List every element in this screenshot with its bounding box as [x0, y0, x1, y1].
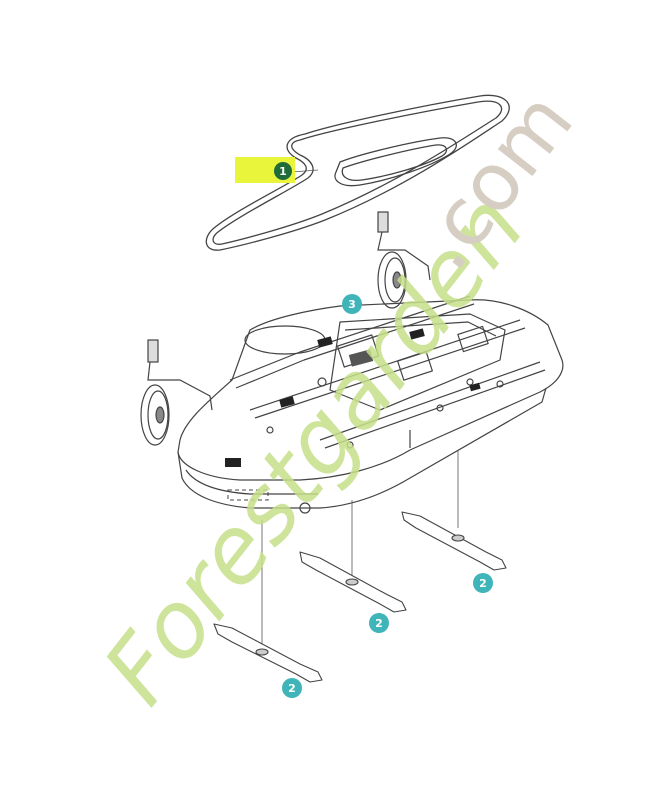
leader-lines [261, 169, 459, 650]
callout-blade-left[interactable]: 2 [282, 678, 302, 698]
deck-decals [225, 328, 481, 467]
callout-pulley-assembly[interactable]: 3 [342, 294, 362, 314]
callout-belt-badge [274, 162, 292, 180]
blade-right [401, 511, 507, 571]
callout-blade-center-number: 2 [375, 617, 383, 630]
callout-blade-right[interactable]: 2 [473, 573, 493, 593]
callout-blade-center-badge [369, 613, 389, 633]
deck-top-plate [177, 299, 564, 481]
blade-left [213, 623, 323, 683]
deck-skirt [177, 387, 547, 509]
callout-blade-left-number: 2 [288, 682, 296, 695]
watermark: Forestgarden .com [83, 75, 591, 724]
callout-belt-number: 1 [279, 165, 287, 178]
callout-blade-center[interactable]: 2 [369, 613, 389, 633]
blade-center [299, 551, 407, 613]
callout-blade-left-badge [282, 678, 302, 698]
callout-blade-right-badge [473, 573, 493, 593]
caster-wheel-right [377, 211, 431, 309]
callout-blade-right-number: 2 [479, 577, 487, 590]
callout-pulley-badge [342, 294, 362, 314]
caster-wheel-left [140, 339, 213, 446]
callout-pulley-number: 3 [348, 298, 356, 311]
callout-belt[interactable]: 1 [235, 157, 295, 183]
mower-deck [177, 295, 564, 514]
